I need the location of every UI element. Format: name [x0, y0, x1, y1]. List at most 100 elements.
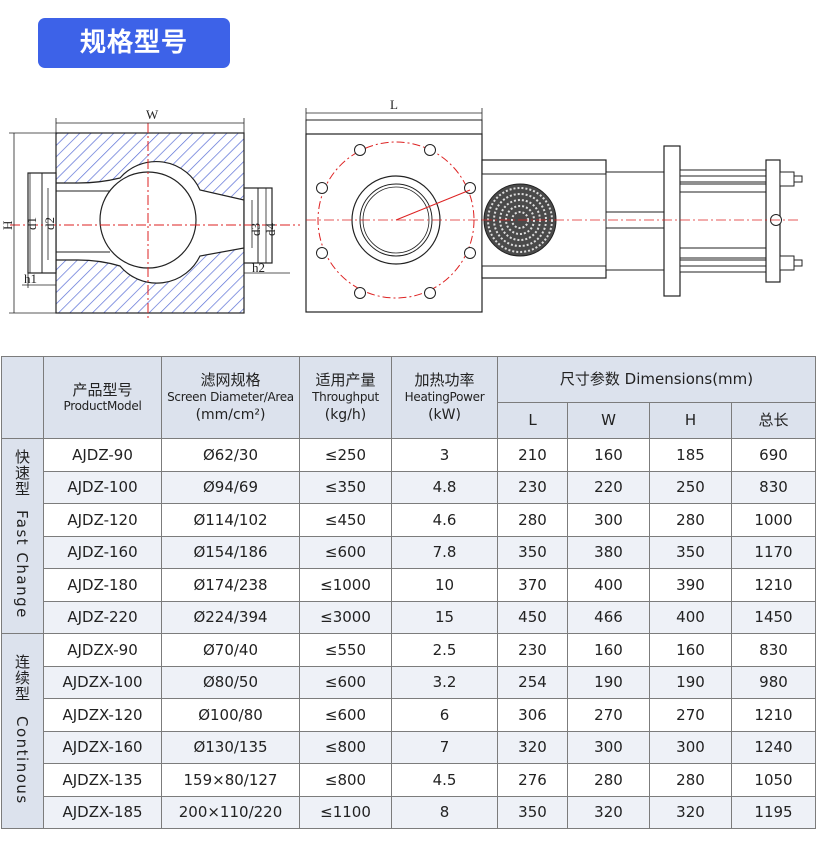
header-model: 产品型号 ProductModel: [43, 356, 162, 439]
cell-h: 350: [649, 535, 732, 569]
cell-screen: Ø174/238: [161, 568, 300, 602]
cell-screen: 159×80/127: [161, 763, 300, 797]
cell-output: ≤600: [299, 665, 392, 699]
header-blank: [1, 356, 44, 439]
cell-w: 280: [567, 763, 650, 797]
cell-total: 1050: [731, 763, 816, 797]
cell-power: 4.6: [391, 503, 498, 537]
cell-h: 160: [649, 633, 732, 667]
cell-l: 276: [497, 763, 568, 797]
header-dim-h: H: [649, 402, 732, 439]
cell-h: 280: [649, 763, 732, 797]
cell-l: 370: [497, 568, 568, 602]
cell-model: AJDZX-135: [43, 763, 162, 797]
cell-screen: Ø94/69: [161, 470, 300, 504]
front-view: L: [305, 97, 803, 313]
cell-total: 1000: [731, 503, 816, 537]
cell-w: 380: [567, 535, 650, 569]
cell-screen: Ø100/80: [161, 698, 300, 732]
cell-screen: Ø154/186: [161, 535, 300, 569]
specification-table: 产品型号 ProductModel 滤网规格 Screen Diameter/A…: [1, 356, 816, 829]
cell-model: AJDZX-90: [43, 633, 162, 667]
cell-model: AJDZ-120: [43, 503, 162, 537]
header-dim-w: W: [567, 402, 650, 439]
cell-w: 190: [567, 665, 650, 699]
cell-h: 320: [649, 795, 732, 829]
label-h: H: [0, 221, 15, 230]
cell-total: 830: [731, 633, 816, 667]
cell-h: 270: [649, 698, 732, 732]
header-dim-l: L: [497, 402, 568, 439]
cell-power: 7: [391, 730, 498, 764]
label-h1: h1: [24, 271, 37, 286]
cell-w: 466: [567, 600, 650, 634]
cell-l: 210: [497, 438, 568, 472]
cell-screen: Ø80/50: [161, 665, 300, 699]
group-label: 快速型 Fast Change: [1, 438, 44, 634]
cell-power: 7.8: [391, 535, 498, 569]
cell-l: 280: [497, 503, 568, 537]
label-d4: d4: [263, 223, 278, 237]
cell-total: 1210: [731, 568, 816, 602]
cell-l: 254: [497, 665, 568, 699]
cell-l: 350: [497, 535, 568, 569]
cell-model: AJDZ-220: [43, 600, 162, 634]
cell-output: ≤550: [299, 633, 392, 667]
cell-total: 1240: [731, 730, 816, 764]
cell-model: AJDZX-160: [43, 730, 162, 764]
cell-power: 10: [391, 568, 498, 602]
technical-drawing: W H d1 d2 d3 d4 h1 h2 L: [0, 97, 803, 320]
cell-h: 400: [649, 600, 732, 634]
header-screen: 滤网规格 Screen Diameter/Area (mm/cm²): [161, 356, 300, 439]
cell-total: 1210: [731, 698, 816, 732]
cell-model: AJDZ-90: [43, 438, 162, 472]
cell-w: 220: [567, 470, 650, 504]
header-dim-total: 总长: [731, 402, 816, 439]
cell-total: 1170: [731, 535, 816, 569]
cell-output: ≤600: [299, 698, 392, 732]
cell-screen: Ø224/394: [161, 600, 300, 634]
cell-h: 190: [649, 665, 732, 699]
group-name-cn: 连续型: [13, 653, 31, 702]
cell-power: 4.5: [391, 763, 498, 797]
cell-h: 185: [649, 438, 732, 472]
cell-w: 160: [567, 633, 650, 667]
cell-model: AJDZ-100: [43, 470, 162, 504]
cell-total: 980: [731, 665, 816, 699]
cell-power: 8: [391, 795, 498, 829]
header-output: 适用产量 Throughput (kg/h): [299, 356, 392, 439]
cell-w: 400: [567, 568, 650, 602]
label-d1: d1: [24, 217, 39, 230]
cell-total: 690: [731, 438, 816, 472]
cell-power: 15: [391, 600, 498, 634]
cell-output: ≤800: [299, 730, 392, 764]
cell-h: 280: [649, 503, 732, 537]
cell-output: ≤450: [299, 503, 392, 537]
cell-h: 250: [649, 470, 732, 504]
cell-model: AJDZ-180: [43, 568, 162, 602]
section-view: W H d1 d2 d3 d4 h1 h2: [0, 107, 300, 320]
cell-output: ≤600: [299, 535, 392, 569]
cell-output: ≤1100: [299, 795, 392, 829]
cell-w: 270: [567, 698, 650, 732]
cell-w: 320: [567, 795, 650, 829]
cell-screen: Ø114/102: [161, 503, 300, 537]
cell-l: 230: [497, 470, 568, 504]
cell-l: 306: [497, 698, 568, 732]
cell-w: 300: [567, 503, 650, 537]
cell-total: 830: [731, 470, 816, 504]
cell-total: 1195: [731, 795, 816, 829]
header-power: 加热功率 HeatingPower (kW): [391, 356, 498, 439]
cell-l: 350: [497, 795, 568, 829]
cell-output: ≤1000: [299, 568, 392, 602]
group-name-en: Fast Change: [13, 510, 31, 620]
label-w: W: [146, 107, 159, 122]
